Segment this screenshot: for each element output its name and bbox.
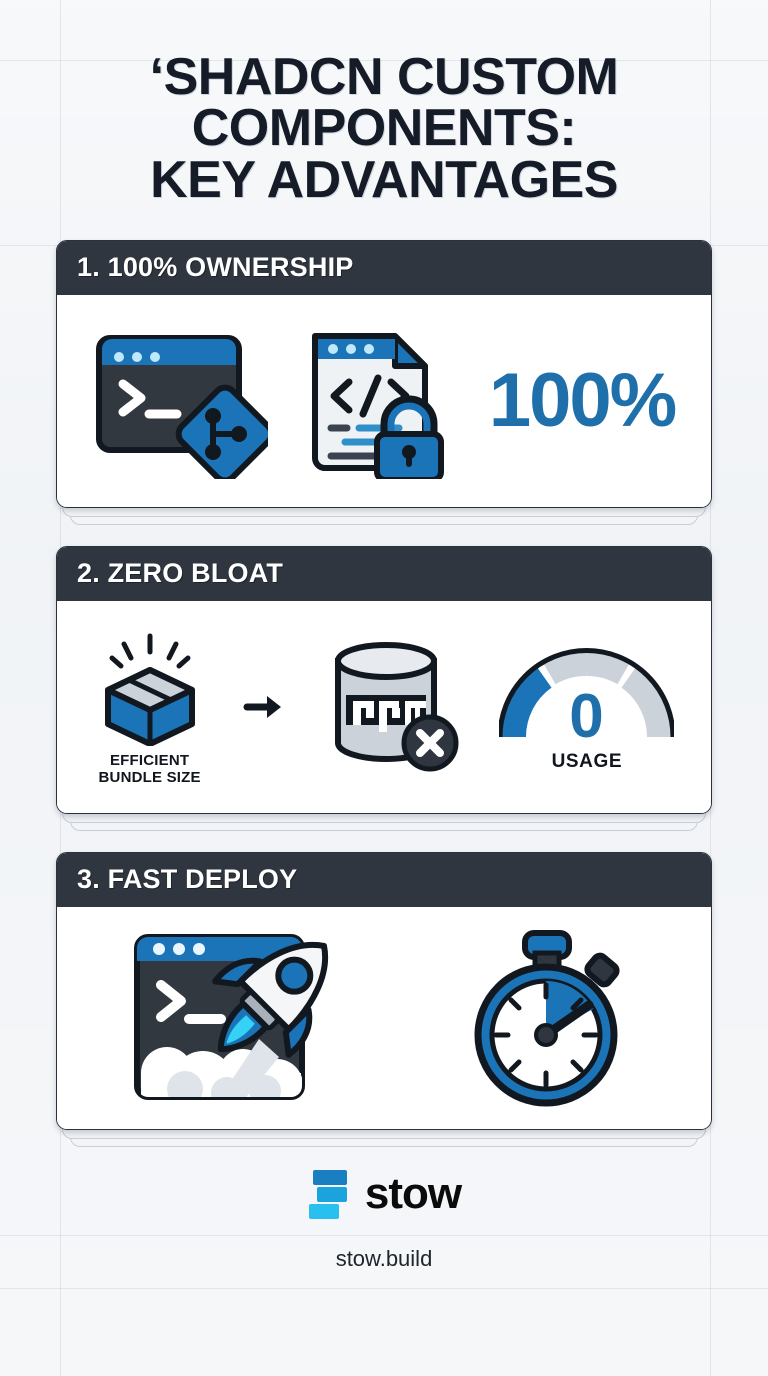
padlock-icon (374, 395, 445, 479)
advantage-card-fast-deploy[interactable]: 3. FAST DEPLOY (56, 852, 712, 1131)
arrow-right-icon (243, 696, 281, 719)
x-circle-badge-icon (401, 714, 459, 772)
advantage-cards-list: 1. 100% OWNERSHIP (0, 240, 768, 1148)
footer: stow stow.build (0, 1168, 768, 1272)
card-header-2: 2. ZERO BLOAT (57, 547, 711, 602)
card-wrapper-3: 3. FAST DEPLOY (56, 852, 712, 1148)
gauge-icon: 0 (499, 648, 675, 749)
gauge-label: USAGE (551, 751, 623, 773)
efficient-bundle-caption: EFFICIENT BUNDLE SIZE (99, 752, 201, 787)
card-body-2: EFFICIENT BUNDLE SIZE (57, 601, 711, 814)
brand-name: stow (364, 1169, 462, 1219)
card-body-1: 100% (57, 295, 711, 508)
card-header-1: 1. 100% OWNERSHIP (57, 241, 711, 296)
card-wrapper-2: 2. ZERO BLOAT (56, 546, 712, 832)
stow-bars-logo-icon (308, 1170, 347, 1220)
caption-line-1: EFFICIENT (109, 752, 190, 770)
advantage-card-ownership[interactable]: 1. 100% OWNERSHIP (56, 240, 712, 509)
efficient-bundle-group: EFFICIENT BUNDLE SIZE (94, 628, 206, 787)
terminal-window-icon (95, 334, 268, 479)
title-heading: ‘SHADCN CUSTOM COMPONENTS: KEY ADVANTAGE… (36, 48, 732, 209)
terminal-rocket-launch-icon (134, 934, 329, 1101)
title-line-3: KEY ADVANTAGES (150, 150, 618, 209)
code-document-icon (312, 332, 445, 479)
card-header-3: 3. FAST DEPLOY (57, 853, 711, 908)
package-box-icon (104, 633, 195, 747)
card-wrapper-1: 1. 100% OWNERSHIP (56, 240, 712, 526)
code-document-lock-cluster (303, 324, 453, 479)
usage-gauge-group: 0 USAGE (499, 641, 675, 773)
title-line-1: ‘SHADCN CUSTOM (149, 48, 619, 106)
stopwatch-icon (474, 930, 620, 1107)
site-url: stow.build (335, 1246, 433, 1272)
brand-row[interactable]: stow (0, 1168, 768, 1220)
advantage-card-zero-bloat[interactable]: 2. ZERO BLOAT (56, 546, 712, 815)
rocket-icon (212, 942, 329, 1059)
caption-line-2: BUNDLE SIZE (98, 769, 201, 787)
gauge-value-text: 0 (570, 682, 604, 749)
git-branch-badge-icon (175, 384, 268, 479)
npm-database-icon (335, 642, 459, 772)
page-title: ‘SHADCN CUSTOM COMPONENTS: KEY ADVANTAGE… (0, 0, 768, 206)
card-body-3 (57, 907, 711, 1130)
terminal-git-cluster (93, 324, 268, 479)
stat-ownership-percentage: 100% (488, 358, 677, 444)
title-line-2: COMPONENTS: (191, 99, 577, 158)
